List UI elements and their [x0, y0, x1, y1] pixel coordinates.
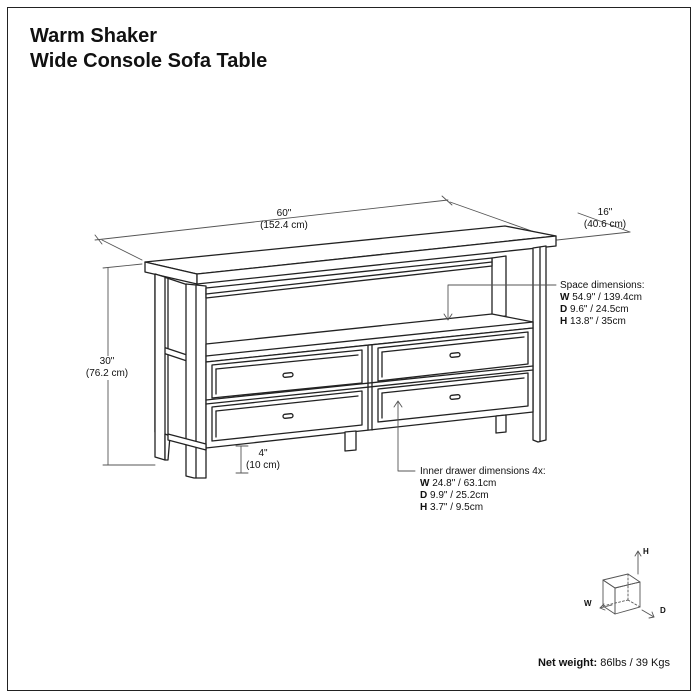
axis-h-label: H	[643, 547, 649, 556]
net-weight-label: Net weight:	[537, 657, 598, 669]
space-callout-leader	[443, 284, 557, 321]
bottom-rail	[167, 433, 207, 451]
clearance-inches: 4"	[258, 448, 268, 459]
middle-shelf	[205, 313, 534, 363]
drawer-d-key: D	[420, 490, 428, 501]
space-w-key: W	[560, 292, 570, 303]
space-h-value: 13.8" / 35cm	[570, 316, 626, 327]
drawer-callout-leader	[393, 400, 416, 472]
space-heading: Space dimensions:	[560, 280, 645, 291]
width-label: 60" (152.4 cm)	[254, 208, 314, 232]
drawer-bottom-left	[211, 390, 363, 442]
axis-w-label: W	[584, 599, 592, 608]
width-dimension	[94, 195, 453, 261]
drawer-h-key: H	[420, 502, 428, 513]
drawer-h-value: 3.7" / 9.5cm	[430, 502, 484, 513]
title-line-2: Wide Console Sofa Table	[30, 50, 268, 72]
height-inches: 30"	[99, 356, 115, 367]
depth-label: 16" (40.6 cm)	[577, 207, 633, 231]
space-h-key: H	[560, 316, 568, 327]
tabletop	[144, 225, 557, 285]
width-cm: (152.4 cm)	[260, 220, 308, 231]
depth-inches: 16"	[597, 207, 613, 218]
drawer-heading: Inner drawer dimensions 4x:	[420, 466, 546, 477]
clearance-dimension	[235, 445, 249, 474]
front-right-leg	[532, 245, 547, 443]
clearance-label: 4" (10 cm)	[238, 448, 288, 472]
space-dimensions: Space dimensions: W 54.9" / 139.4cm D 9.…	[560, 280, 645, 328]
title-line-1: Warm Shaker	[30, 25, 158, 47]
back-right-leg	[491, 255, 507, 319]
drawer-d-value: 9.9" / 25.2cm	[430, 490, 489, 501]
space-d-value: 9.6" / 24.5cm	[570, 304, 629, 315]
drawer-dimensions: Inner drawer dimensions 4x: W 24.8" / 63…	[420, 466, 546, 514]
depth-cm: (40.6 cm)	[583, 219, 627, 230]
drawer-top-left	[211, 349, 363, 399]
space-d-key: D	[560, 304, 568, 315]
net-weight-value: 86lbs / 39 Kgs	[600, 657, 670, 669]
axis-d-label: D	[660, 606, 666, 615]
space-w-value: 54.9" / 139.4cm	[572, 292, 642, 303]
page-frame	[7, 7, 691, 691]
product-title: Warm Shaker Wide Console Sofa Table	[30, 24, 267, 74]
back-right-foot	[495, 414, 507, 434]
drawer-top-right	[377, 331, 529, 382]
back-left-foot	[344, 430, 357, 452]
width-inches: 60"	[276, 208, 292, 219]
drawer-w-value: 24.8" / 63.1cm	[432, 478, 497, 489]
drawer-bottom-right	[377, 372, 529, 423]
height-label: 30" (76.2 cm)	[76, 356, 138, 380]
drawer-w-key: W	[420, 478, 430, 489]
net-weight: Net weight: 86lbs / 39 Kgs	[538, 657, 670, 669]
clearance-cm: (10 cm)	[246, 460, 280, 471]
axis-cube-icon	[599, 550, 655, 619]
height-cm: (76.2 cm)	[85, 368, 129, 379]
